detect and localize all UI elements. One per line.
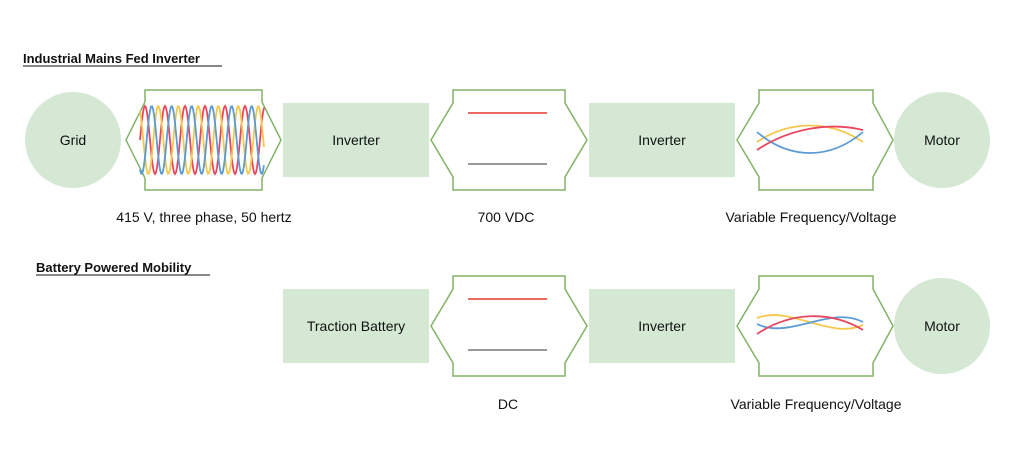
section-heading-battery: Battery Powered Mobility — [36, 260, 192, 275]
section-heading-industrial: Industrial Mains Fed Inverter — [23, 51, 200, 66]
battery-dc-label: DC — [498, 396, 518, 412]
inverter-node-3 — [589, 289, 735, 363]
motor-node-1 — [894, 92, 990, 188]
inverter-node-2-label: Inverter — [638, 132, 686, 148]
grid-node — [25, 92, 121, 188]
motor-node-1-label: Motor — [924, 132, 960, 148]
inverter-node-2 — [589, 103, 735, 177]
traction-battery-node — [283, 289, 429, 363]
inverter-node-1-label: Inverter — [332, 132, 380, 148]
motor-node-2 — [894, 278, 990, 374]
motor-node-2-label: Motor — [924, 318, 960, 334]
grid-node-label: Grid — [60, 132, 86, 148]
three-phase-waveform-icon — [139, 104, 265, 176]
variable-frequency-waveform-icon — [756, 124, 864, 154]
variable-output-label-2: Variable Frequency/Voltage — [731, 396, 902, 412]
battery-dc-arrow — [430, 275, 588, 377]
ac-supply-label: 415 V, three phase, 50 hertz — [116, 209, 291, 225]
dc-link-voltage-label: 700 VDC — [478, 209, 535, 225]
variable-ac-arrow-1 — [736, 89, 894, 191]
traction-battery-label: Traction Battery — [307, 318, 405, 334]
variable-frequency-waveform-icon — [756, 314, 864, 335]
variable-ac-arrow-2 — [736, 275, 894, 377]
variable-output-label-1: Variable Frequency/Voltage — [726, 209, 897, 225]
inverter-node-3-label: Inverter — [638, 318, 686, 334]
dc-link-arrow — [430, 89, 588, 191]
inverter-node-1 — [283, 103, 429, 177]
